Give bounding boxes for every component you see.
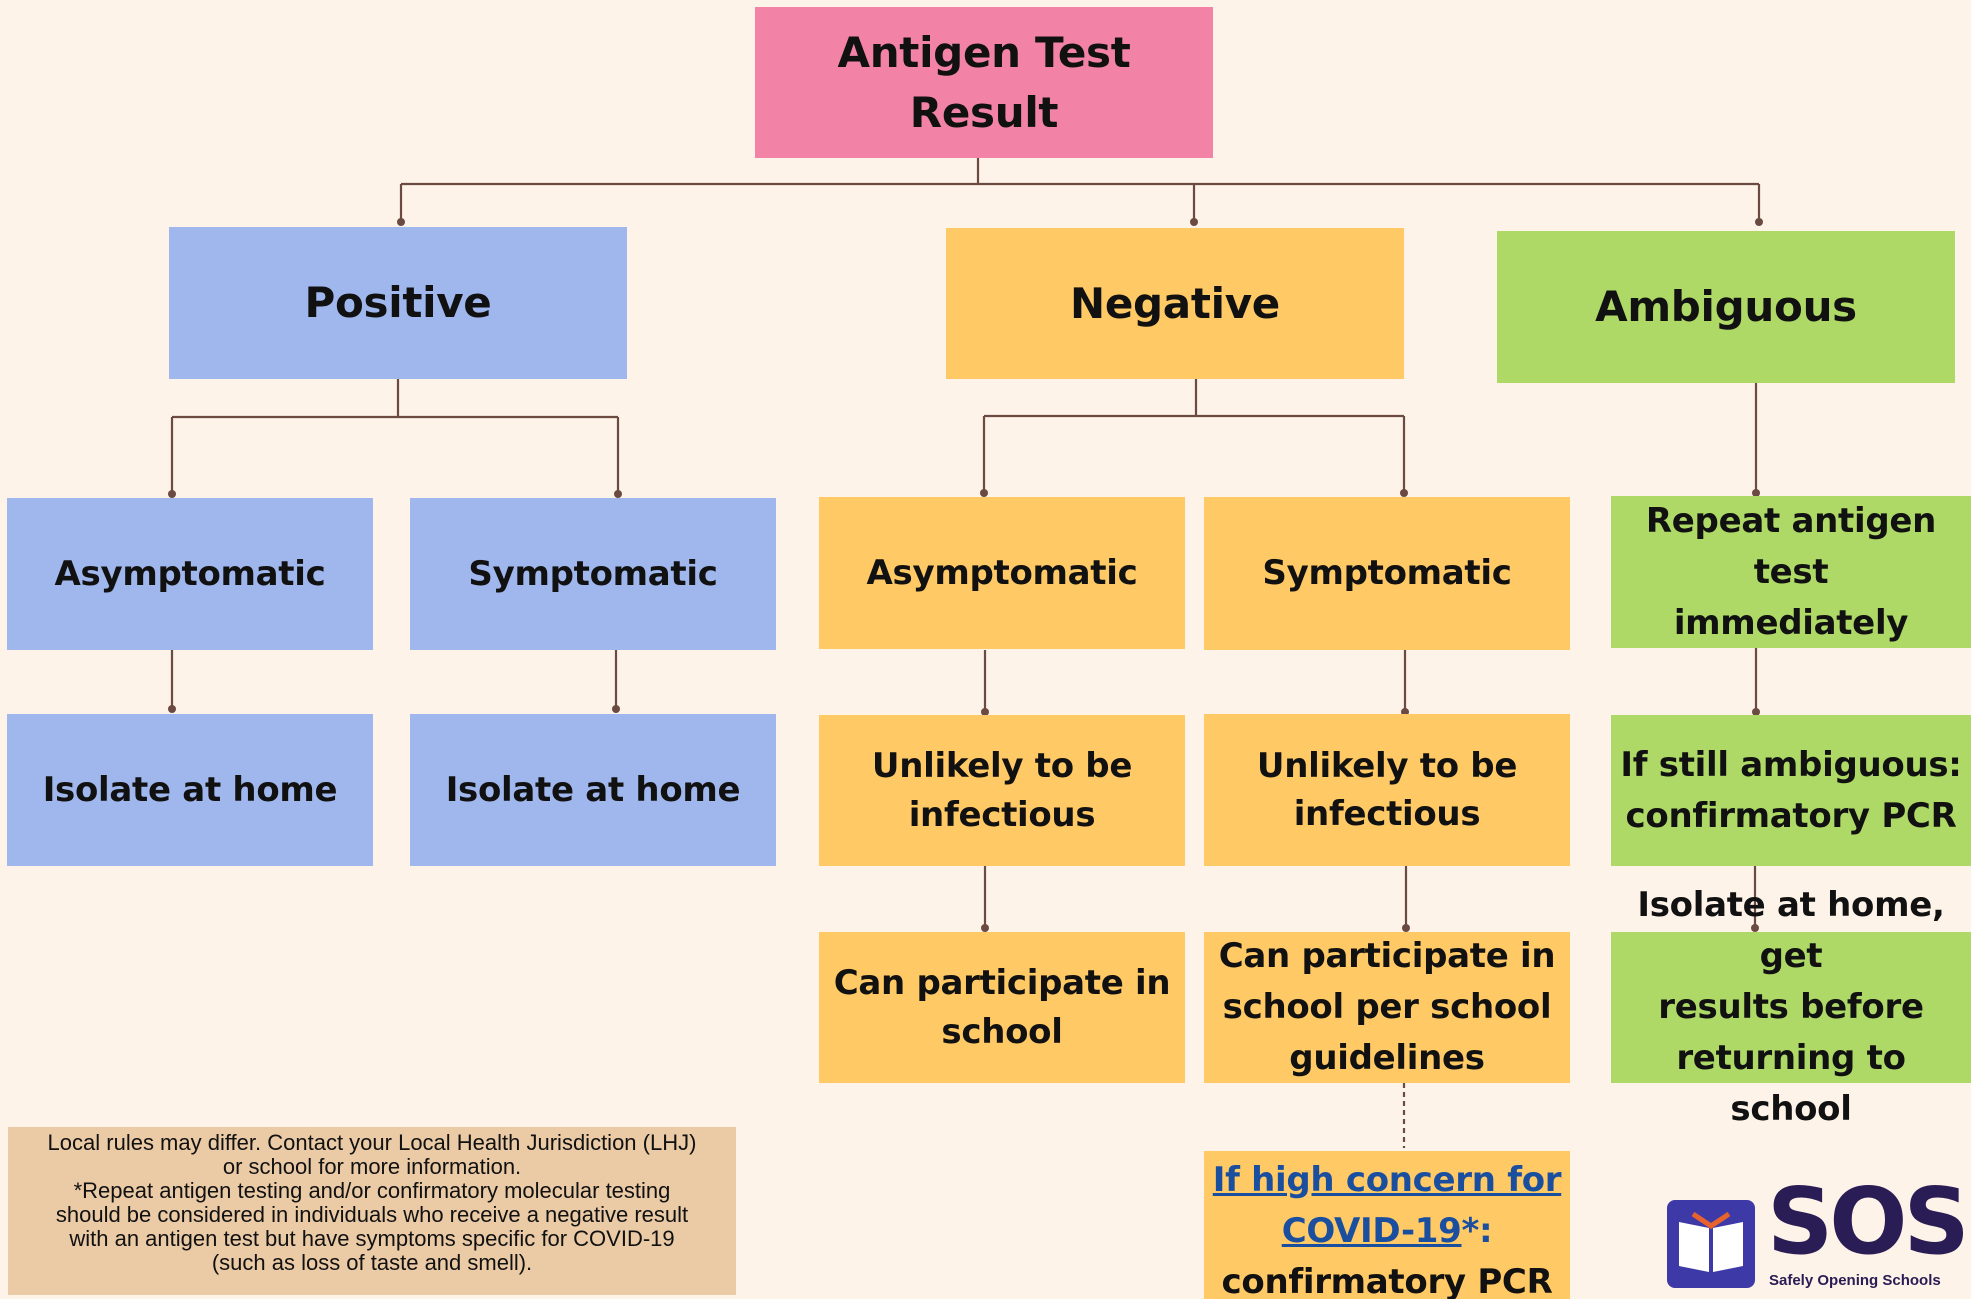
ambiguous-step3-line1: Isolate at home, get — [1637, 885, 1945, 976]
ambiguous-box: Ambiguous — [1497, 231, 1955, 383]
negative-asymptomatic-box: Asymptomatic — [819, 497, 1185, 649]
root-line1: Antigen Test — [837, 27, 1131, 77]
footnote-box: Local rules may differ. Contact your Loc… — [8, 1127, 736, 1295]
negative-label: Negative — [1070, 278, 1280, 328]
ambiguous-step2-line1: If still ambiguous: — [1620, 744, 1962, 785]
sos-logo: SOS Safely Opening Schools — [1665, 1176, 1970, 1294]
negative-symptomatic-result-box: Unlikely to be infectious — [1204, 714, 1570, 866]
positive-symptomatic-action: Isolate at home — [445, 769, 741, 810]
negative-sym-action-line3: guidelines — [1289, 1038, 1485, 1078]
positive-symptomatic-label: Symptomatic — [468, 553, 718, 594]
footnote-line3: *Repeat antigen testing and/or confirmat… — [73, 1178, 671, 1203]
footnote-line1: Local rules may differ. Contact your Loc… — [47, 1130, 697, 1155]
negative-sym-result-line1: Unlikely to be — [1256, 745, 1518, 786]
positive-box: Positive — [169, 227, 627, 379]
ambiguous-step1-line2: immediately — [1673, 602, 1909, 643]
negative-sym-action-line2: school per school — [1222, 987, 1552, 1027]
ambiguous-step3-box: Isolate at home, get results before retu… — [1611, 885, 1971, 1129]
negative-asymptomatic-action-box: Can participate in school — [819, 932, 1185, 1083]
negative-symptomatic-label: Symptomatic — [1262, 553, 1512, 594]
negative-box: Negative — [946, 228, 1404, 379]
ambiguous-step2-line2: confirmatory PCR — [1625, 795, 1957, 836]
book-icon — [1667, 1200, 1755, 1288]
footnote-line5: with an antigen test but have symptoms s… — [69, 1226, 675, 1251]
negative-sym-result-line2: infectious — [1293, 794, 1481, 834]
ambiguous-step1-box: Repeat antigen test immediately — [1611, 496, 1971, 648]
footnote-line4: should be considered in individuals who … — [55, 1202, 689, 1227]
pcr-asterisk: *: — [1461, 1211, 1493, 1251]
negative-asym-result-line2: infectious — [908, 794, 1096, 835]
ambiguous-label: Ambiguous — [1595, 282, 1857, 332]
positive-symptomatic-action-box: Isolate at home — [410, 714, 776, 866]
negative-symptomatic-box: Symptomatic — [1204, 497, 1570, 650]
footnote-line6: (such as loss of taste and smell). — [211, 1250, 533, 1275]
logo-subtitle: Safely Opening Schools — [1769, 1272, 1941, 1289]
positive-label: Positive — [304, 278, 492, 328]
negative-asym-action-line1: Can participate in — [833, 963, 1171, 1004]
negative-asym-result-line1: Unlikely to be — [871, 746, 1133, 787]
negative-asym-action-line2: school — [941, 1011, 1063, 1052]
negative-symptomatic-action-box: Can participate in school per school gui… — [1204, 932, 1570, 1083]
positive-asymptomatic-action-box: Isolate at home — [7, 714, 373, 866]
negative-asymptomatic-result-box: Unlikely to be infectious — [819, 715, 1185, 866]
positive-symptomatic-box: Symptomatic — [410, 498, 776, 650]
pcr-line3: confirmatory PCR — [1221, 1262, 1553, 1299]
ambiguous-step2-box: If still ambiguous: confirmatory PCR — [1611, 715, 1971, 866]
footnote-line2: or school for more information. — [222, 1154, 522, 1179]
root-antigen-test-result: Antigen Test Result — [755, 7, 1213, 158]
ambiguous-step3-line3: returning to school — [1676, 1038, 1906, 1129]
logo-text: SOS — [1767, 1168, 1970, 1275]
ambiguous-step3-line2: results before — [1658, 987, 1924, 1027]
negative-sym-action-line1: Can participate in — [1218, 936, 1556, 976]
pcr-link-line2[interactable]: COVID-19 — [1281, 1211, 1462, 1251]
negative-pcr-box: If high concern for COVID-19*: confirmat… — [1204, 1151, 1570, 1299]
positive-asymptomatic-box: Asymptomatic — [7, 498, 373, 650]
pcr-link-line2-wrap: COVID-19*: — [1282, 1206, 1493, 1257]
ambiguous-step1-line1: Repeat antigen test — [1645, 500, 1937, 592]
negative-asymptomatic-label: Asymptomatic — [866, 552, 1138, 593]
positive-asymptomatic-label: Asymptomatic — [54, 553, 326, 594]
positive-asymptomatic-action: Isolate at home — [42, 769, 338, 810]
pcr-link-line1[interactable]: If high concern for — [1212, 1160, 1562, 1200]
root-line2: Result — [909, 87, 1059, 137]
